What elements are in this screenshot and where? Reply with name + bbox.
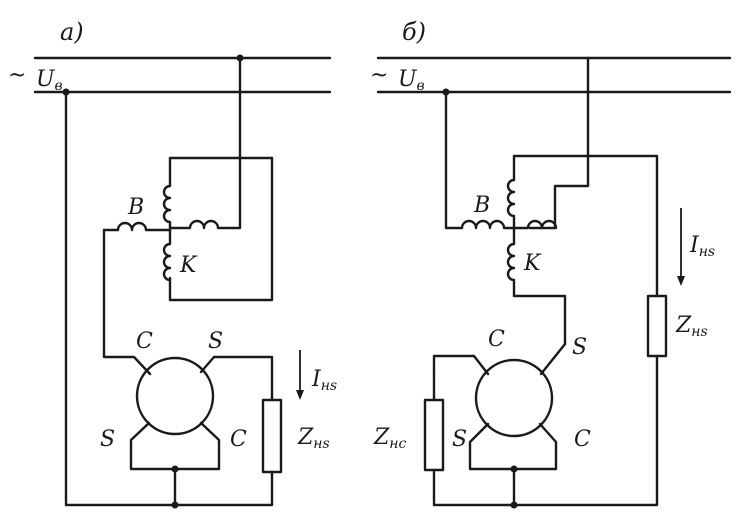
- coil-horizontal-right: [168, 219, 220, 230]
- motor-feed-c: [432, 354, 490, 402]
- supply-feed-wire: [216, 56, 242, 230]
- supply-voltage-label: Uв: [398, 67, 425, 94]
- panel-a-label: а): [60, 18, 84, 46]
- load-label: Zнs: [297, 425, 330, 452]
- terminal-c-top-label: C: [136, 329, 153, 354]
- coil-b-vertical: [162, 184, 172, 230]
- coil-b-horizontal: [102, 221, 172, 232]
- panel-a: а) ~ Uв B K C S S: [8, 18, 337, 509]
- selsyn-motor: [135, 356, 215, 436]
- terminal-c-bottom-label: C: [230, 427, 247, 452]
- load-label: Zнs: [675, 313, 708, 340]
- selsyn-motor: [474, 358, 554, 438]
- load-resistor-2: [423, 398, 445, 472]
- terminal-c-top-label: C: [488, 327, 505, 352]
- coil-k-vertical: [162, 228, 172, 282]
- coil-b-vertical: [506, 178, 516, 230]
- terminal-s-bottom-label: S: [452, 427, 467, 452]
- supply-tilde: ~: [370, 63, 388, 88]
- current-label: Iнs: [689, 233, 715, 260]
- terminal-s-top-label: S: [208, 329, 223, 354]
- motor-terminal-s-top: [539, 342, 567, 376]
- coil-frame-wire: [168, 156, 274, 302]
- coil-b-label: B: [473, 193, 490, 218]
- junction-dot: [171, 501, 179, 509]
- coil-b-horizontal: [460, 219, 516, 230]
- motor-feed-s: [212, 355, 274, 402]
- supply-tilde: ~: [8, 63, 26, 88]
- panel-b: б) ~ Uв B K C S S C: [370, 18, 732, 509]
- current-arrowhead: [296, 390, 304, 400]
- return-wire: [64, 90, 274, 507]
- coil-frame-wire: [512, 154, 659, 298]
- supply-feed-right: [528, 56, 590, 230]
- load-resistor: [261, 398, 283, 474]
- motor-feed-c: [102, 228, 152, 376]
- return-wire: [432, 354, 659, 507]
- terminal-s-bottom-label: S: [100, 427, 115, 452]
- load-resistor: [646, 294, 668, 358]
- terminal-s-top-label: S: [572, 335, 587, 360]
- current-arrowhead: [677, 276, 685, 286]
- coil-k-vertical: [506, 226, 567, 346]
- terminal-c-bottom-label: C: [574, 427, 591, 452]
- current-label: Iнs: [311, 367, 337, 394]
- panel-b-label: б): [402, 18, 426, 46]
- coil-k-label: K: [179, 253, 198, 278]
- supply-voltage-label: Uв: [36, 67, 63, 94]
- coil-k-label: K: [523, 251, 542, 276]
- supply-feed-left: [444, 90, 464, 230]
- motor-bottom-loop: [129, 421, 221, 471]
- coil-horizontal-right: [512, 219, 558, 230]
- coil-b-label: B: [127, 195, 144, 220]
- load-2-label: Zнc: [373, 425, 407, 452]
- motor-terminal-s-top: [199, 355, 216, 374]
- motor-bottom-loop: [468, 422, 558, 471]
